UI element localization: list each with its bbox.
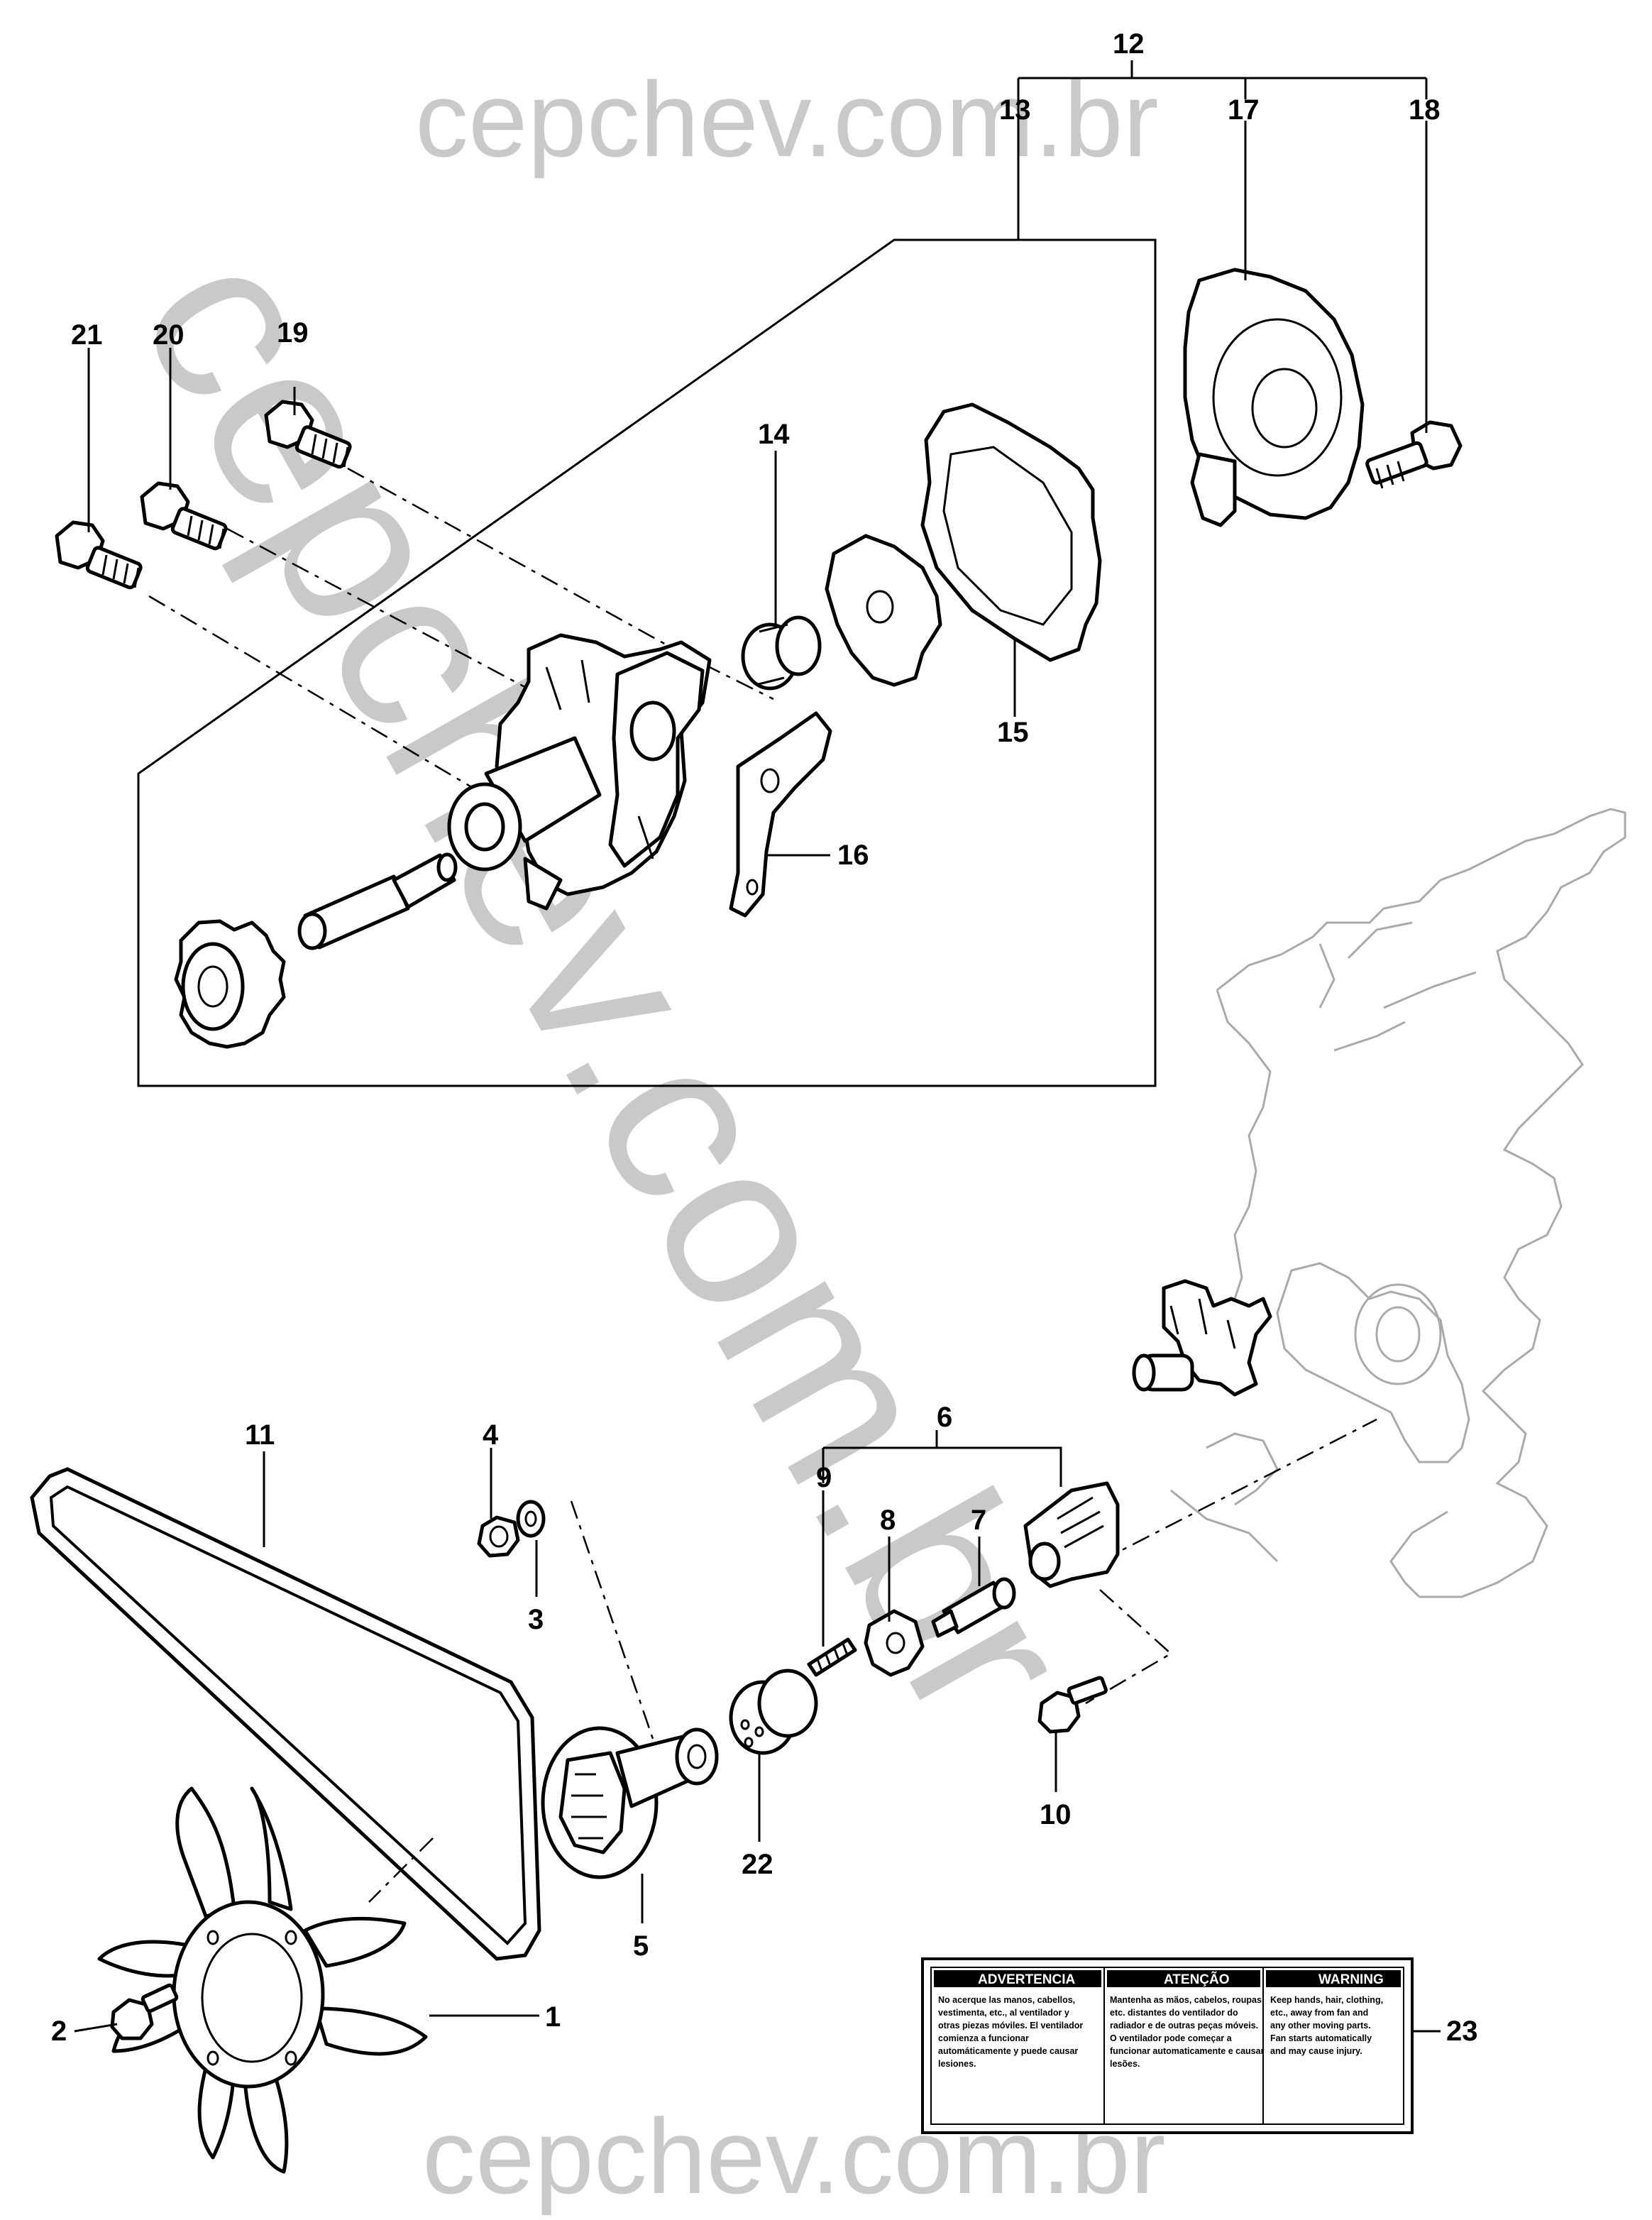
bolt-19 <box>264 400 352 469</box>
callout-bracket-6 <box>822 1430 1062 1487</box>
warning-line: vestimenta, etc., al ventilador y <box>938 2008 1069 2018</box>
warning-title-portuguese: ATENÇÃO <box>1164 1972 1230 1987</box>
drive-belt <box>30 1467 541 1961</box>
callout-15: 15 <box>997 717 1029 748</box>
bolt-10 <box>1037 1676 1108 1734</box>
warning-line: and may cause injury. <box>1270 2046 1362 2056</box>
warning-line: funcionar automaticamente e causar <box>1110 2046 1265 2056</box>
callout-9: 9 <box>816 1462 832 1493</box>
warning-line: No acerque las manos, cabellos, <box>938 1995 1075 2005</box>
bolt-20 <box>140 481 228 551</box>
callout-21: 21 <box>71 319 103 351</box>
fan-clutch <box>729 1669 818 1755</box>
callout-20: 20 <box>153 319 185 351</box>
warning-line: Mantenha as mãos, cabelos, roupas, <box>1110 1995 1264 2005</box>
pump-shaft <box>297 852 458 950</box>
assembly-lines-lower <box>570 1418 1377 1740</box>
warning-line: O ventilador pode começar a <box>1110 2033 1233 2043</box>
callout-8: 8 <box>880 1505 896 1536</box>
pump-pulley-gear <box>174 919 286 1049</box>
warning-line: etc. distantes do ventilador do <box>1110 2008 1238 2018</box>
warning-line: Fan starts automatically <box>1270 2033 1372 2043</box>
impeller <box>825 534 942 687</box>
callout-19: 19 <box>277 317 309 348</box>
callout-23: 23 <box>1446 2016 1478 2047</box>
pump-gasket <box>920 402 1102 662</box>
callout-17: 17 <box>1228 94 1260 126</box>
callout-1: 1 <box>545 2001 561 2033</box>
warning-line: etc., away from fan and <box>1270 2008 1368 2018</box>
callout-14: 14 <box>758 419 790 450</box>
warning-line: lesões. <box>1110 2059 1140 2069</box>
callout-10: 10 <box>1040 1799 1072 1830</box>
warning-line: automáticamente y puede causar <box>938 2046 1078 2056</box>
fan-pulley <box>541 1726 719 1879</box>
callout-4: 4 <box>483 1419 499 1451</box>
nut <box>477 1515 520 1558</box>
warning-line: any other moving parts. <box>1270 2021 1371 2031</box>
fan-bracket <box>1023 1481 1120 1588</box>
callout-16: 16 <box>837 840 869 871</box>
warning-label: ADVERTENCIA ATENÇÃO WARNING No acerque l… <box>921 1957 1414 2134</box>
washer <box>516 1500 546 1538</box>
warning-title-english: WARNING <box>1318 1972 1384 1987</box>
stud <box>807 1637 857 1677</box>
fan-flange <box>864 1609 925 1677</box>
callout-11: 11 <box>245 1419 275 1451</box>
water-pump-installed <box>1132 1279 1272 1397</box>
callout-12: 12 <box>1113 28 1145 60</box>
callout-5: 5 <box>633 1930 649 1962</box>
warning-line: comienza a funcionar <box>938 2033 1029 2043</box>
warning-line: Keep hands, hair, clothing, <box>1270 1995 1383 2005</box>
bolt-18 <box>1365 420 1463 489</box>
callout-3: 3 <box>528 1604 544 1635</box>
pump-bracket <box>729 711 832 918</box>
warning-title-spanish: ADVERTENCIA <box>978 1972 1076 1987</box>
warning-line: radiador e de outras peças móveis. <box>1110 2021 1258 2031</box>
watermark-top: cepchev.com.br <box>415 60 1159 179</box>
callout-bracket-12 <box>1017 60 1428 240</box>
callout-18: 18 <box>1409 94 1441 126</box>
bolt-21 <box>55 520 143 590</box>
leader-lines <box>74 121 1441 2033</box>
callout-13: 13 <box>999 94 1031 126</box>
warning-line: lesiones. <box>938 2059 976 2069</box>
callout-7: 7 <box>971 1505 986 1536</box>
callout-2: 2 <box>51 2016 67 2047</box>
pump-cover <box>1183 268 1365 527</box>
water-pump-body <box>447 633 712 911</box>
fan-shaft <box>931 1577 1016 1638</box>
bolt-2 <box>110 1983 179 2040</box>
callout-6: 6 <box>937 1402 952 1433</box>
engine-block-outline <box>1170 808 1626 1598</box>
callout-22: 22 <box>742 1849 773 1880</box>
warning-line: otras piezas móviles. El ventilador <box>938 2021 1083 2031</box>
mechanical-seal <box>741 615 822 691</box>
pump-assembly-inset-frame <box>137 238 1157 1087</box>
